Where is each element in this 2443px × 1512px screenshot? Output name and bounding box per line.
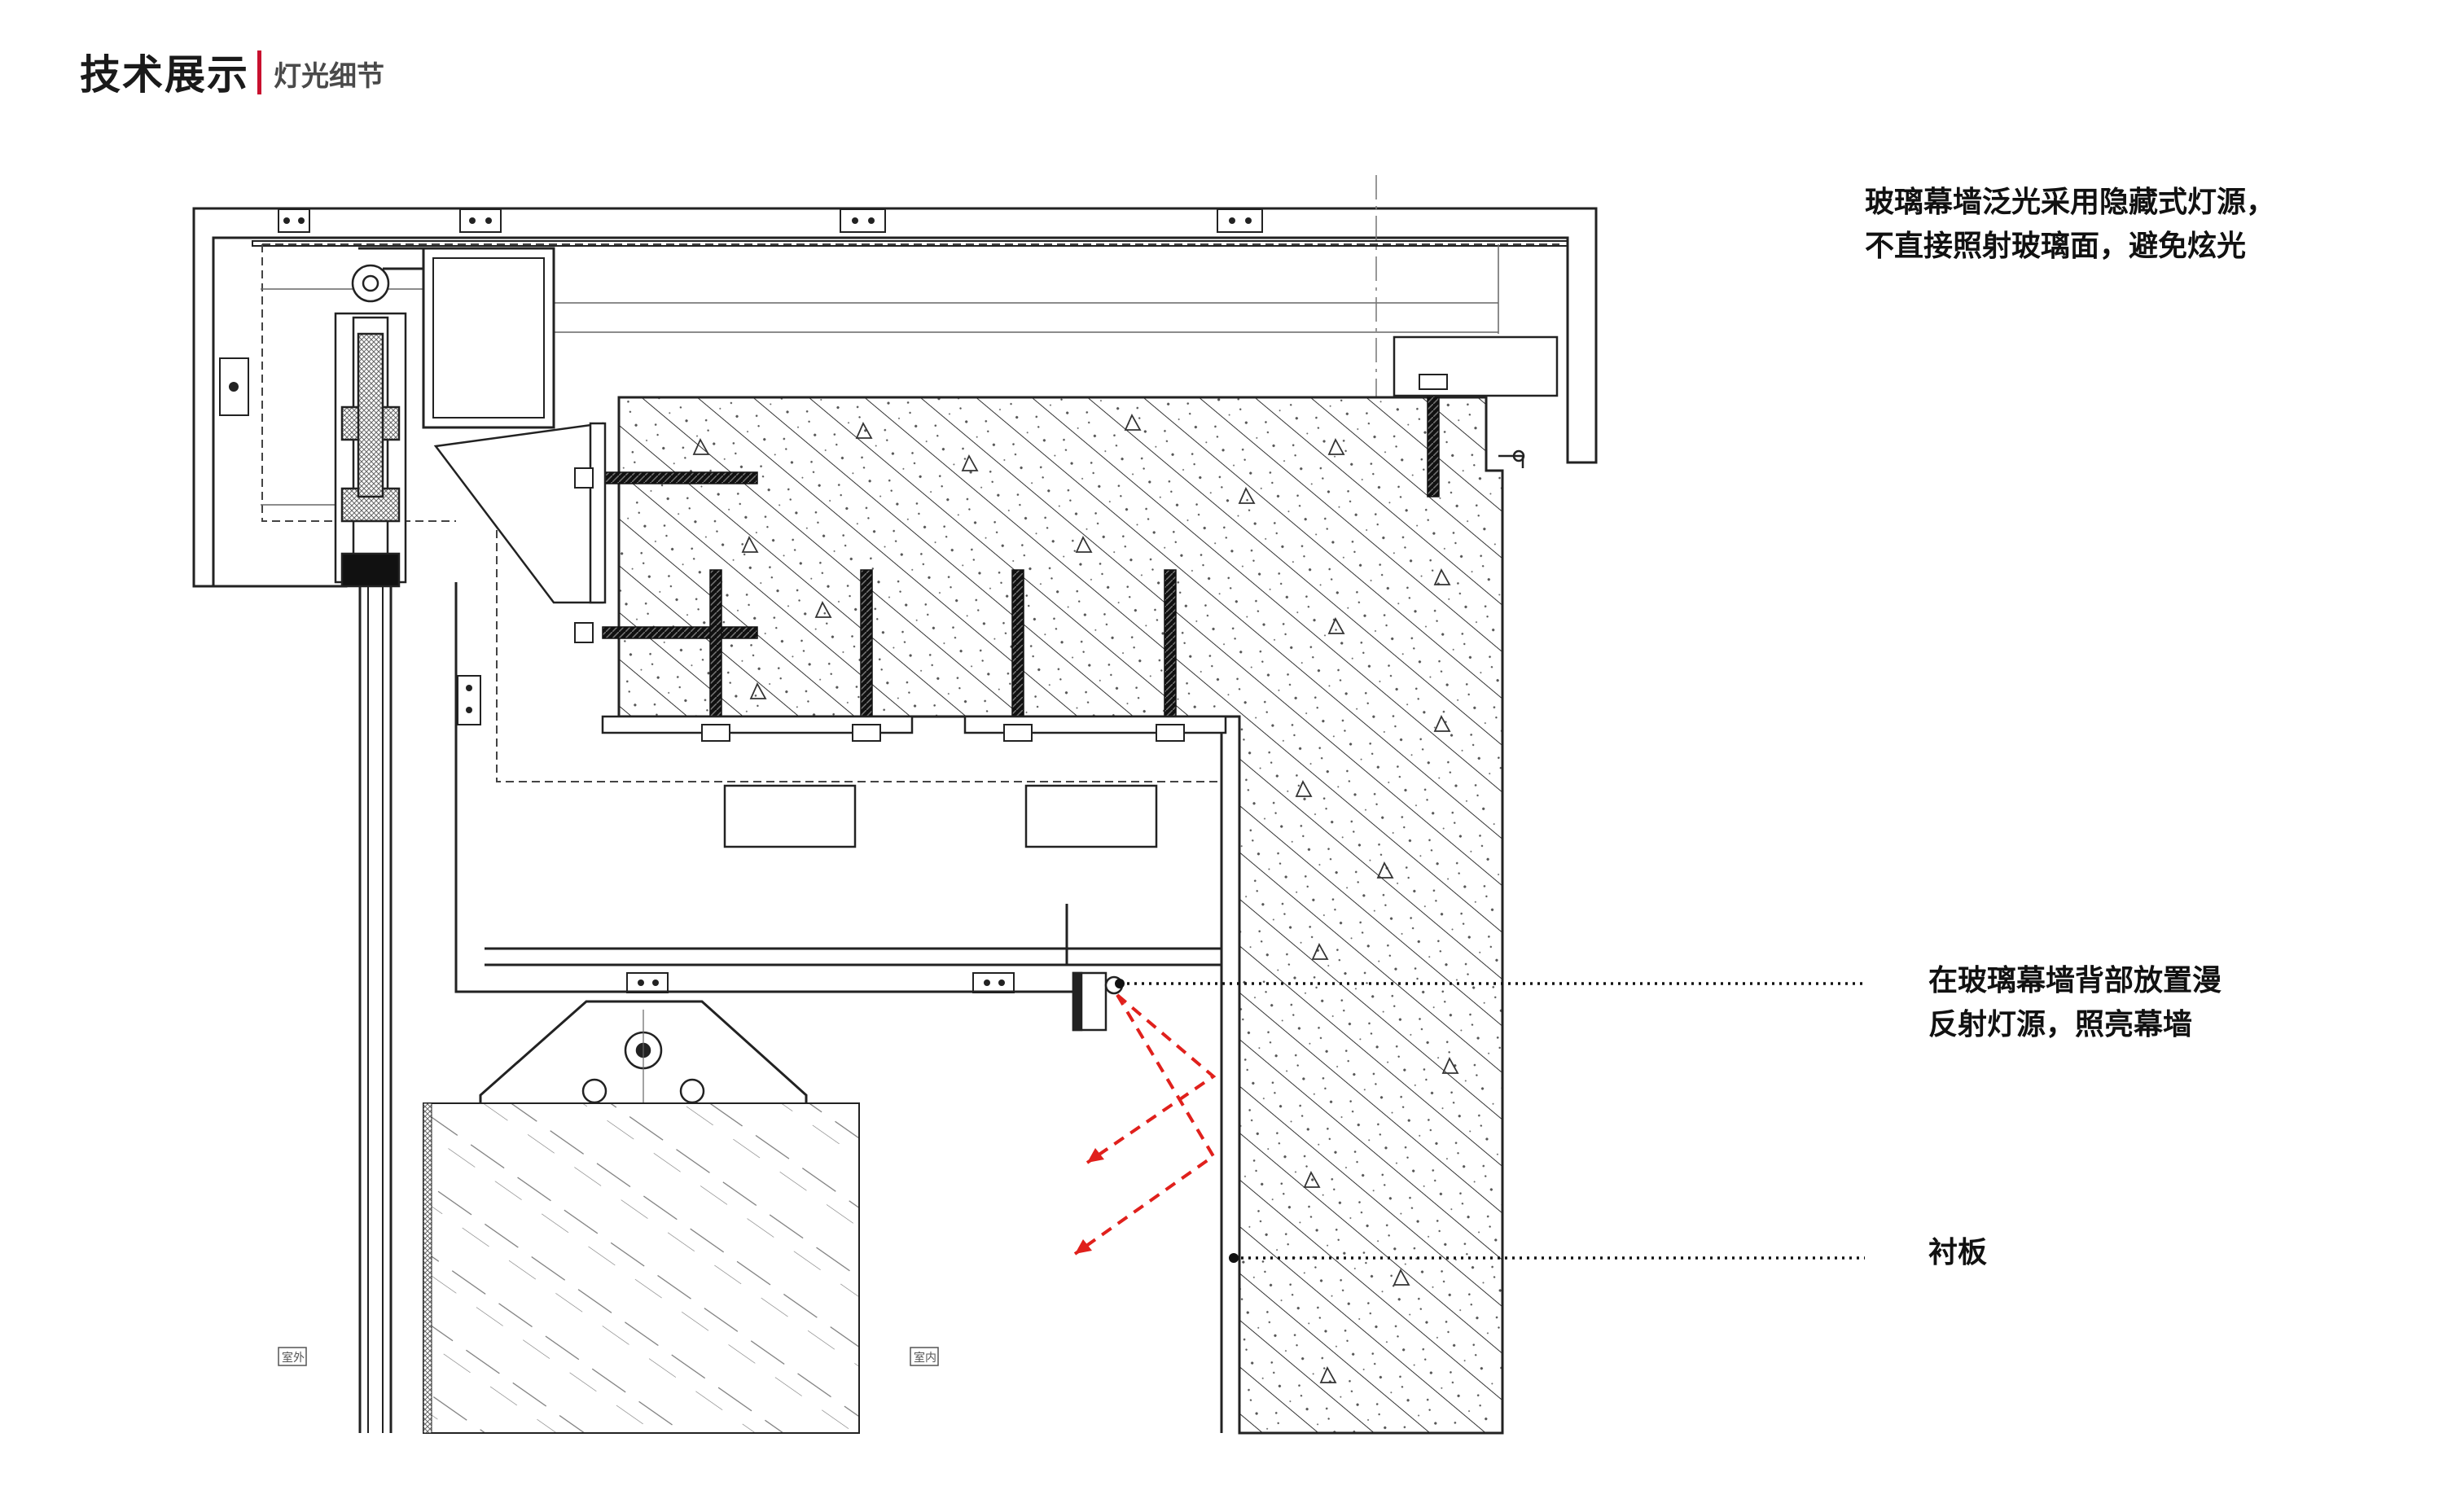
concrete-aggregate [692, 413, 1459, 1383]
reflected-light-rays [1073, 993, 1217, 1256]
concealed-light-note-line1: 玻璃幕墙泛光采用隐藏式灯源， [1865, 186, 2276, 219]
outdoor-label: 室外 [282, 1351, 305, 1365]
page-subtitle: 灯光细节 [274, 60, 384, 93]
lining-board [1220, 715, 1241, 1433]
embed-plates [433, 335, 1559, 848]
leader-lines [1120, 982, 1865, 1260]
concealed-light-note: 玻璃幕墙泛光采用隐藏式灯源， 不直接照射玻璃面，避免炫光 [1865, 181, 2275, 269]
top-right-light-housing [1498, 449, 1525, 468]
room-labels: 室外 室内 [278, 1347, 939, 1366]
concealed-light-note-line2: 不直接照射玻璃面，避免炫光 [1865, 230, 2247, 263]
glass-edge-seal [423, 1102, 432, 1434]
leader-dots [1115, 979, 1239, 1263]
fixing-clips [219, 208, 1263, 993]
anchor-rods [602, 382, 1440, 725]
nuts [574, 374, 1448, 742]
mullion-clamp [334, 264, 407, 588]
lower-glass-panel [423, 1102, 860, 1434]
diffuse-light-note: 在玻璃幕墙背部放置漫 反射灯源，照亮幕墙 [1928, 959, 2222, 1047]
indoor-label: 室内 [914, 1351, 936, 1365]
vertical-glass-panel [358, 423, 393, 1433]
diffuse-light-fixture [1072, 971, 1124, 1032]
soffit-frame [454, 582, 1222, 993]
lining-board-label: 衬板 [1928, 1236, 1988, 1269]
steel-tube-section [358, 247, 555, 429]
title-divider [257, 50, 261, 94]
diffuse-light-note-line2: 反射灯源，照亮幕墙 [1928, 1008, 2193, 1041]
fixing-bolts [229, 217, 1252, 986]
frame-inner-lines [261, 244, 1499, 506]
page-title: 技术展示 [80, 51, 249, 99]
diffuse-light-note-line1: 在玻璃幕墙背部放置漫 [1928, 964, 2222, 997]
light-ray-arrowheads [1075, 1148, 1104, 1254]
